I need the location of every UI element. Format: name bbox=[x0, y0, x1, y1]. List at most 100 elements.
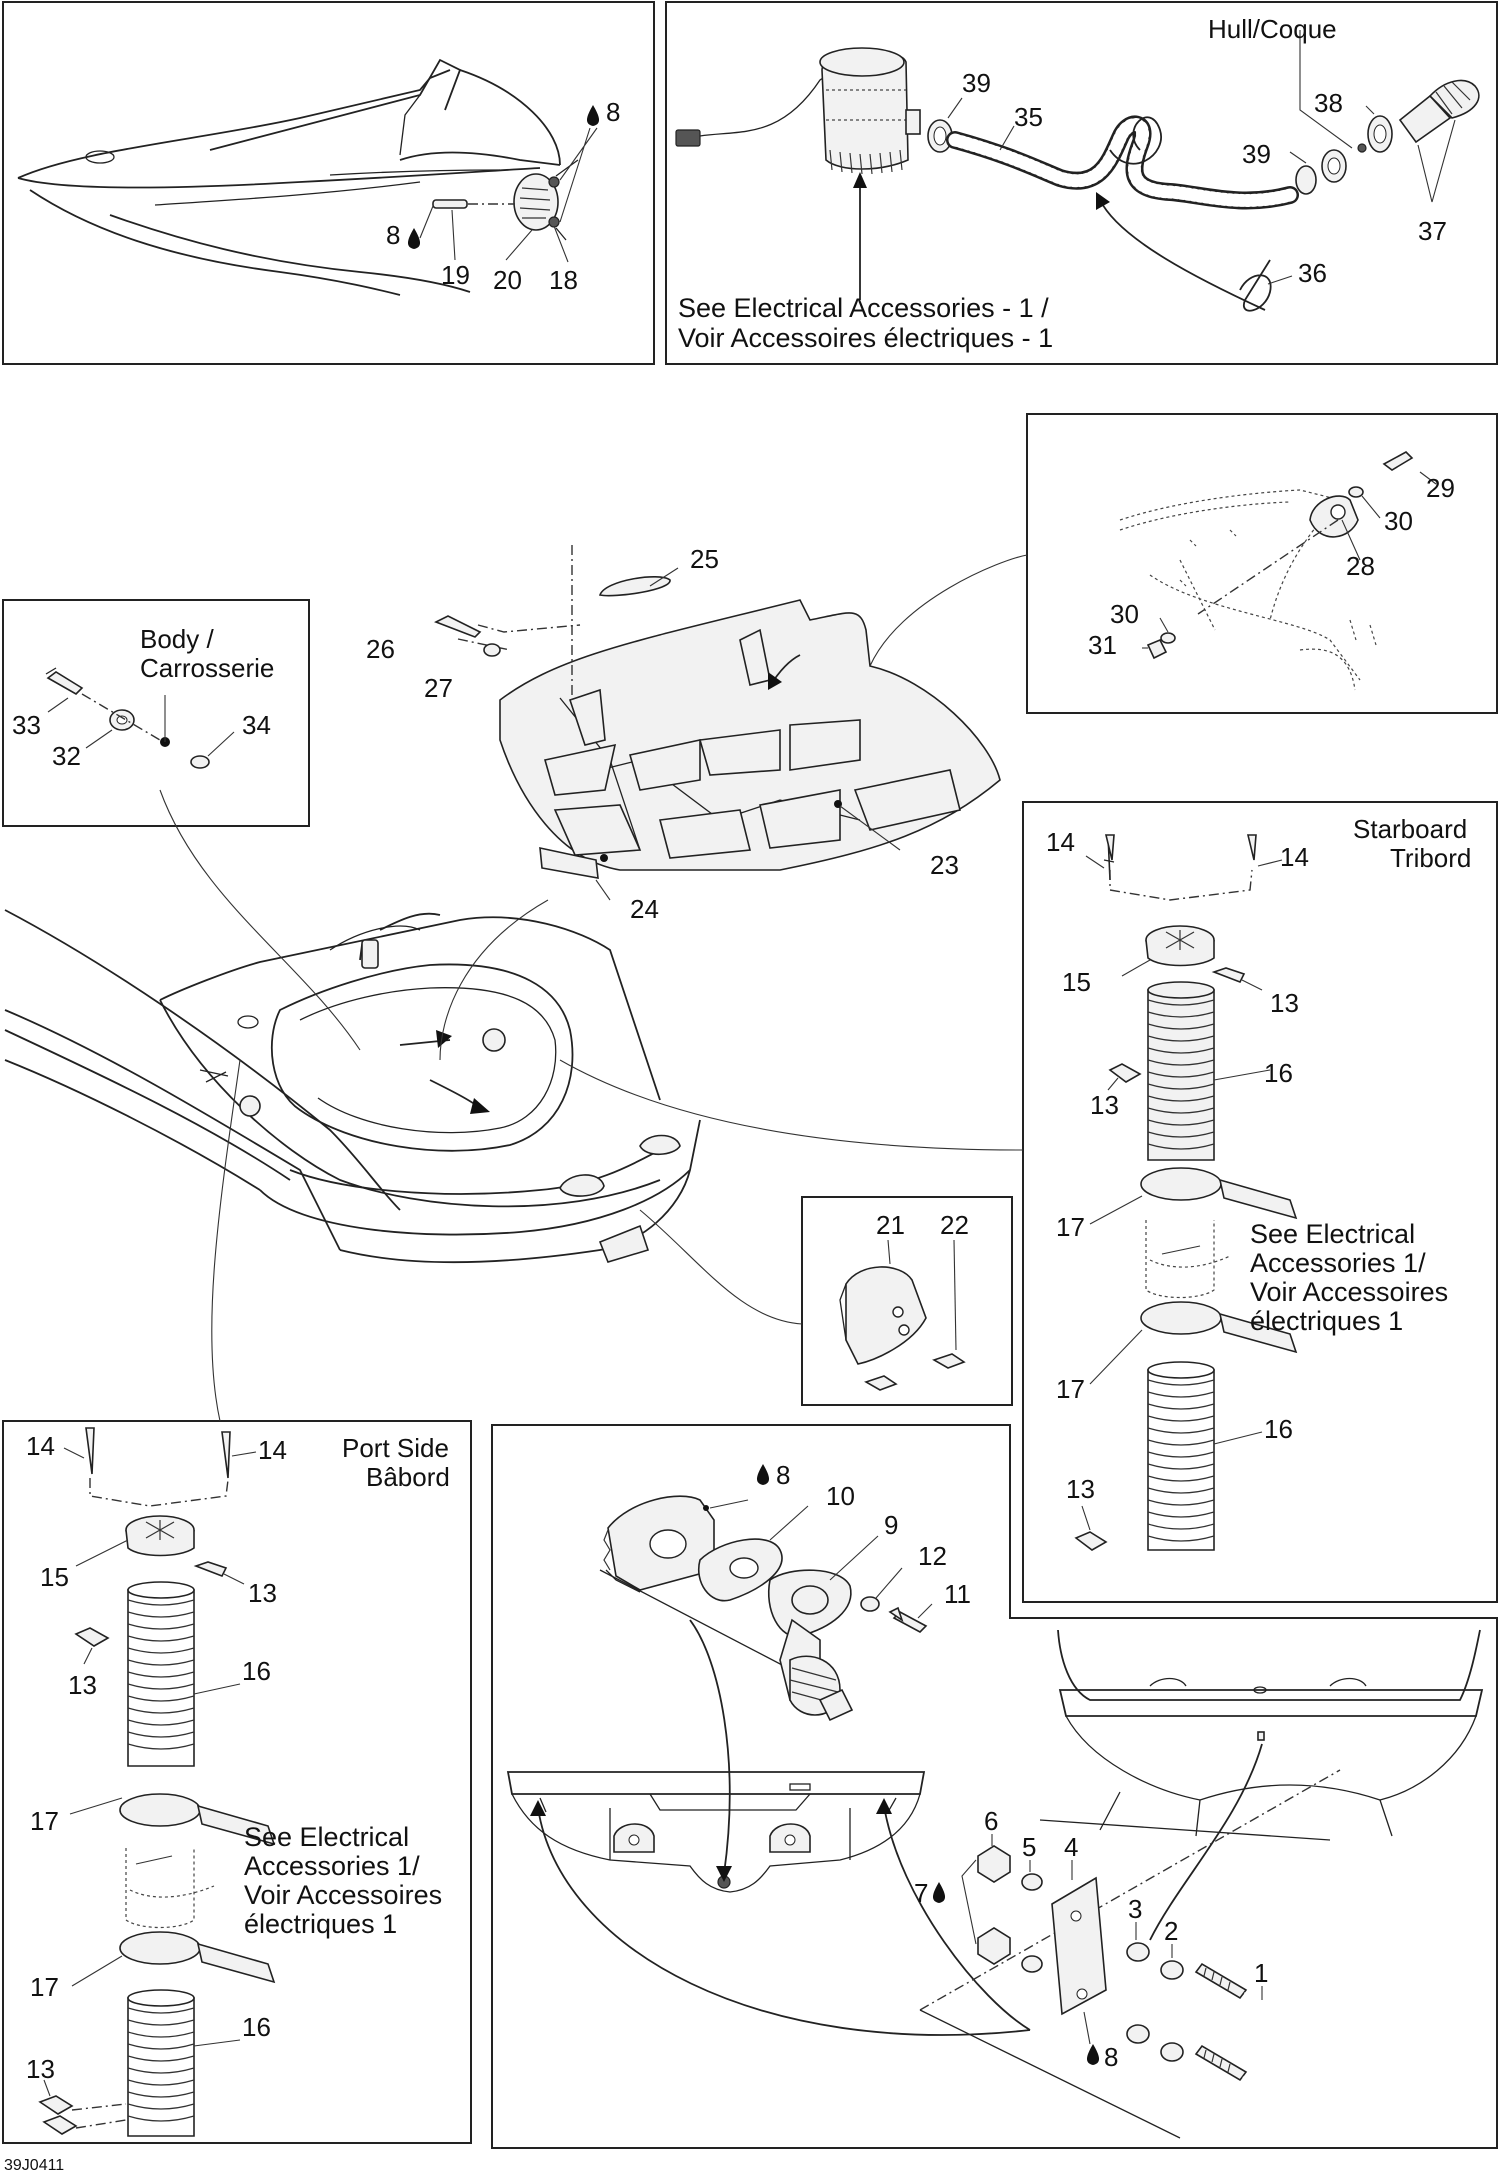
callout-14: 14 bbox=[1280, 842, 1309, 872]
callout-17: 17 bbox=[30, 1972, 59, 2002]
panel-starboard-frame bbox=[1022, 801, 1498, 1603]
callout-29: 29 bbox=[1426, 473, 1455, 503]
callout-26: 26 bbox=[366, 634, 395, 664]
callout-20: 20 bbox=[493, 265, 522, 295]
callout-15: 15 bbox=[1062, 967, 1091, 997]
note-electrical-port-line2: Accessories 1/ bbox=[244, 1851, 420, 1881]
callout-14: 14 bbox=[1046, 827, 1075, 857]
callout-34: 34 bbox=[242, 710, 271, 740]
body-title-line1: Body / bbox=[140, 624, 214, 654]
callout-8: 8 bbox=[776, 1460, 790, 1490]
callout-16: 16 bbox=[1264, 1414, 1293, 1444]
note-electrical-port-line1: See Electrical bbox=[244, 1822, 409, 1852]
leader-deck-to-port bbox=[211, 1059, 241, 1422]
callout-30: 30 bbox=[1110, 599, 1139, 629]
leader-deck-to-starboard bbox=[559, 1059, 1024, 1151]
callout-17: 17 bbox=[1056, 1374, 1085, 1404]
callout-24: 24 bbox=[630, 894, 659, 924]
callout-13: 13 bbox=[1090, 1090, 1119, 1120]
body-fastener-illustration bbox=[45, 667, 235, 769]
leader-tray-to-detail bbox=[869, 554, 1028, 667]
port-vent-illustration bbox=[38, 1427, 276, 2137]
callout-13: 13 bbox=[68, 1670, 97, 1700]
starboard-vent-illustration bbox=[1074, 834, 1298, 1551]
callout-27: 27 bbox=[424, 673, 453, 703]
panel-drain-frame bbox=[491, 1424, 1498, 2149]
callout-14: 14 bbox=[258, 1435, 287, 1465]
callout-4: 4 bbox=[1064, 1832, 1078, 1862]
leader-body-to-deck bbox=[159, 789, 361, 1051]
callout-5: 5 bbox=[1022, 1832, 1036, 1862]
deck-bracket-illustration bbox=[1119, 451, 1437, 691]
loctite-drop-icon bbox=[932, 1882, 946, 1903]
note-electrical-starboard-line4: électriques 1 bbox=[1250, 1306, 1403, 1336]
starboard-title-line2: Tribord bbox=[1390, 843, 1471, 873]
port-title-line2: Bâbord bbox=[366, 1462, 450, 1492]
callout-17: 17 bbox=[1056, 1212, 1085, 1242]
bow-illustration bbox=[17, 58, 600, 296]
panel-body-frame bbox=[2, 599, 310, 827]
callout-31: 31 bbox=[1088, 630, 1117, 660]
loctite-drop-icon bbox=[756, 1464, 770, 1485]
panel-nose-frame bbox=[2, 1, 655, 365]
leader-tray-to-deck bbox=[439, 899, 549, 1061]
boat-deck-illustration bbox=[4, 909, 701, 1264]
callout-1: 1 bbox=[1254, 1958, 1268, 1988]
callout-8: 8 bbox=[1104, 2042, 1118, 2072]
panel-deck-detail-frame bbox=[1026, 413, 1498, 714]
callout-16: 16 bbox=[242, 2012, 271, 2042]
note-electrical-starboard-line2: Accessories 1/ bbox=[1250, 1248, 1426, 1278]
starboard-title-line1: Starboard bbox=[1353, 814, 1467, 844]
callout-28: 28 bbox=[1346, 551, 1375, 581]
loctite-drop-icon bbox=[407, 228, 421, 249]
note-electrical-port-line4: électriques 1 bbox=[244, 1909, 397, 1939]
callout-18: 18 bbox=[549, 265, 578, 295]
body-title-line2: Carrosserie bbox=[140, 653, 274, 683]
panel-hull-frame bbox=[665, 1, 1498, 365]
callout-38: 38 bbox=[1314, 88, 1343, 118]
drain-plug-illustration bbox=[599, 1464, 933, 1722]
callout-2: 2 bbox=[1164, 1916, 1178, 1946]
callout-10: 10 bbox=[826, 1481, 855, 1511]
callout-12: 12 bbox=[918, 1541, 947, 1571]
callout-22: 22 bbox=[940, 1210, 969, 1240]
callout-35: 35 bbox=[1014, 102, 1043, 132]
callout-13: 13 bbox=[1270, 988, 1299, 1018]
callout-13: 13 bbox=[26, 2054, 55, 2084]
callout-39: 39 bbox=[962, 68, 991, 98]
transom-illustration bbox=[506, 1619, 1484, 2139]
diagram-code: 39J0411 bbox=[4, 2157, 64, 2174]
callout-16: 16 bbox=[1264, 1058, 1293, 1088]
note-electrical-line1: See Electrical Accessories - 1 / bbox=[678, 293, 1049, 323]
note-electrical-port-line3: Voir Accessoires bbox=[244, 1880, 442, 1910]
callout-11: 11 bbox=[944, 1579, 971, 1609]
callout-23: 23 bbox=[930, 850, 959, 880]
callout-8: 8 bbox=[606, 97, 620, 127]
panel-handle-frame bbox=[801, 1196, 1013, 1406]
hull-title: Hull/Coque bbox=[1208, 14, 1337, 44]
handle-illustration bbox=[839, 1239, 966, 1391]
callout-9: 9 bbox=[884, 1510, 898, 1540]
port-title-line1: Port Side bbox=[342, 1433, 449, 1463]
callout-17: 17 bbox=[30, 1806, 59, 1836]
callout-32: 32 bbox=[52, 741, 81, 771]
callout-6: 6 bbox=[984, 1806, 998, 1836]
bilge-pump-illustration bbox=[675, 30, 1480, 312]
panel-port-frame bbox=[2, 1420, 472, 2144]
callout-33: 33 bbox=[12, 710, 41, 740]
callout-39: 39 bbox=[1242, 139, 1271, 169]
callout-30: 30 bbox=[1384, 506, 1413, 536]
callout-36: 36 bbox=[1298, 258, 1327, 288]
note-electrical-line2: Voir Accessoires électriques - 1 bbox=[678, 323, 1053, 353]
callout-13: 13 bbox=[248, 1578, 277, 1608]
callout-8: 8 bbox=[386, 220, 400, 250]
callout-3: 3 bbox=[1128, 1894, 1142, 1924]
storage-tray-illustration bbox=[434, 545, 1001, 901]
callout-15: 15 bbox=[40, 1562, 69, 1592]
callout-14: 14 bbox=[26, 1431, 55, 1461]
callout-25: 25 bbox=[690, 544, 719, 574]
loctite-drop-icon bbox=[586, 105, 600, 126]
callout-13: 13 bbox=[1066, 1474, 1095, 1504]
callout-7: 7 bbox=[914, 1878, 928, 1908]
